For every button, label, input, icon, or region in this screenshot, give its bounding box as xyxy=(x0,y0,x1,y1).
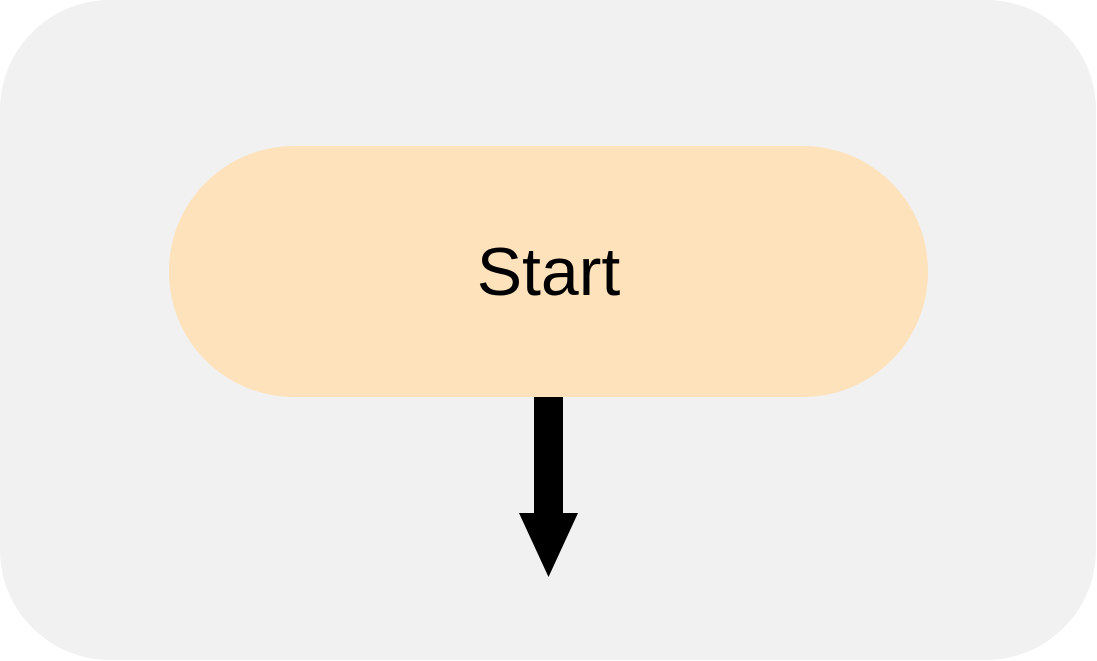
start-terminator-node[interactable]: Start xyxy=(169,146,928,397)
start-node-label: Start xyxy=(476,233,621,310)
